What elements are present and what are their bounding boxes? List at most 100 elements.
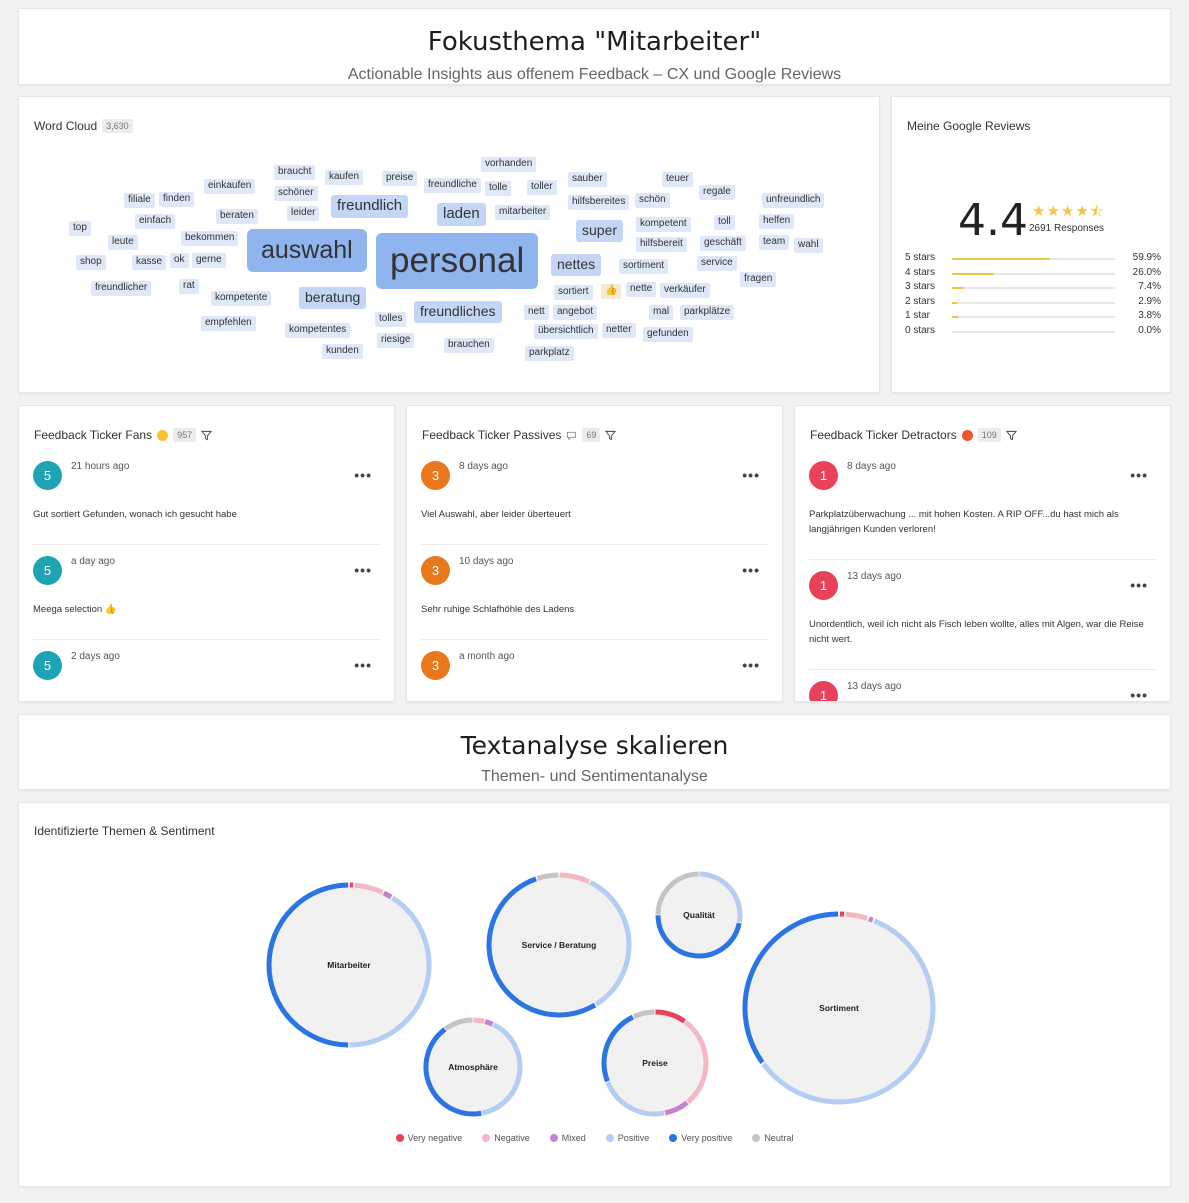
filter-icon[interactable] xyxy=(605,430,617,441)
word-cloud-word[interactable]: team xyxy=(759,235,790,250)
word-cloud-word[interactable]: netter xyxy=(602,323,636,338)
word-cloud-word[interactable]: freundlicher xyxy=(91,281,152,296)
legend-item[interactable]: Negative xyxy=(482,1133,530,1143)
word-cloud-word[interactable]: freundlich xyxy=(331,195,409,218)
word-cloud-word[interactable]: nette xyxy=(626,282,657,297)
sentiment-arc-very-positive[interactable] xyxy=(423,1027,482,1117)
legend-item[interactable]: Very negative xyxy=(395,1133,462,1143)
word-cloud-word[interactable]: unfreundlich xyxy=(762,193,825,208)
word-cloud-word[interactable]: angebot xyxy=(553,305,598,320)
word-cloud-word[interactable]: personal xyxy=(376,233,539,289)
word-cloud-word[interactable]: gerne xyxy=(192,253,226,268)
word-cloud-word[interactable]: freundliche xyxy=(424,178,481,193)
sentiment-arc-very-positive[interactable] xyxy=(742,911,839,1064)
sentiment-arc-positive[interactable] xyxy=(699,871,743,923)
sentiment-arc-neutral[interactable] xyxy=(632,1009,655,1019)
word-cloud-word[interactable]: kasse xyxy=(132,255,167,270)
sentiment-arc-neutral[interactable] xyxy=(536,872,559,881)
word-cloud-word[interactable]: schöner xyxy=(274,186,318,201)
sentiment-arc-positive[interactable] xyxy=(605,1081,665,1117)
word-cloud-word[interactable]: kompetent xyxy=(636,217,691,232)
word-cloud-word[interactable]: hilfsbereites xyxy=(568,195,630,210)
word-cloud-word[interactable]: parkplätze xyxy=(680,305,735,320)
sentiment-arc-mixed[interactable] xyxy=(868,916,874,923)
word-cloud-word[interactable]: brauchen xyxy=(444,338,494,353)
word-cloud-word[interactable]: rat xyxy=(179,279,199,294)
sentiment-arc-mixed[interactable] xyxy=(484,1019,494,1027)
sentiment-arc-mixed[interactable] xyxy=(664,1100,689,1116)
sentiment-arc-negative[interactable] xyxy=(845,911,868,921)
word-cloud-word[interactable]: verkäufer xyxy=(660,283,710,298)
sentiment-arc-negative[interactable] xyxy=(683,1020,709,1104)
more-options-icon[interactable]: ••• xyxy=(354,467,372,483)
more-options-icon[interactable]: ••• xyxy=(1130,687,1148,702)
word-cloud-word[interactable]: toller xyxy=(527,180,557,195)
word-cloud-word[interactable]: parkplatz xyxy=(525,346,574,361)
more-options-icon[interactable]: ••• xyxy=(742,467,760,483)
word-cloud-word[interactable]: sauber xyxy=(568,172,607,187)
sentiment-arc-very-negative[interactable] xyxy=(655,1009,687,1024)
word-cloud-word[interactable]: leute xyxy=(108,235,138,250)
word-cloud-word[interactable]: beraten xyxy=(216,209,258,224)
word-cloud-word[interactable]: empfehlen xyxy=(201,316,256,331)
word-cloud-word[interactable]: super xyxy=(576,220,624,242)
theme-bubble[interactable] xyxy=(269,885,429,1045)
word-cloud-word[interactable]: mal xyxy=(649,305,674,320)
word-cloud-word[interactable]: leider xyxy=(287,206,320,221)
sentiment-arc-very-positive[interactable] xyxy=(266,882,349,1048)
word-cloud-word[interactable]: geschäft xyxy=(700,236,746,251)
word-cloud-word[interactable]: laden xyxy=(437,203,486,226)
sentiment-arc-positive[interactable] xyxy=(481,1022,523,1116)
more-options-icon[interactable]: ••• xyxy=(1130,577,1148,593)
sentiment-arc-very-positive[interactable] xyxy=(486,876,597,1018)
word-cloud-word[interactable]: vorhanden xyxy=(481,157,537,172)
theme-bubble[interactable] xyxy=(658,874,740,956)
word-cloud-word[interactable]: braucht xyxy=(274,165,316,180)
word-cloud-word[interactable]: schön xyxy=(635,193,670,208)
sentiment-arc-negative[interactable] xyxy=(354,882,384,895)
sentiment-arc-positive[interactable] xyxy=(761,918,936,1105)
sentiment-arc-neutral[interactable] xyxy=(444,1017,473,1031)
word-cloud-word[interactable]: tolles xyxy=(375,312,407,327)
word-cloud-word[interactable]: service xyxy=(697,256,737,271)
word-cloud-word[interactable]: übersichtlich xyxy=(534,324,598,339)
word-cloud-word[interactable]: nett xyxy=(524,305,549,320)
word-cloud-word[interactable]: freundliches xyxy=(414,301,502,323)
word-cloud-word[interactable]: toll xyxy=(714,215,735,230)
theme-bubble[interactable] xyxy=(604,1012,706,1114)
legend-item[interactable]: Very positive xyxy=(669,1133,732,1143)
word-cloud-word[interactable]: preise xyxy=(382,171,418,186)
theme-bubble[interactable] xyxy=(745,914,933,1102)
sentiment-arc-very-positive[interactable] xyxy=(601,1014,634,1083)
word-cloud-word[interactable]: beratung xyxy=(299,287,367,309)
sentiment-arc-mixed[interactable] xyxy=(382,890,393,900)
word-cloud-word[interactable]: helfen xyxy=(759,214,795,229)
word-cloud-word[interactable]: riesige xyxy=(377,333,415,348)
legend-item[interactable]: Mixed xyxy=(549,1133,586,1143)
word-cloud-word[interactable]: einfach xyxy=(135,214,176,229)
more-options-icon[interactable]: ••• xyxy=(1130,467,1148,483)
word-cloud-word[interactable]: top xyxy=(69,221,91,236)
word-cloud-word[interactable]: 👍 xyxy=(601,284,622,299)
filter-icon[interactable] xyxy=(201,430,213,441)
sentiment-arc-very-positive[interactable] xyxy=(655,915,742,959)
word-cloud-word[interactable]: kompetente xyxy=(211,291,272,306)
sentiment-arc-neutral[interactable] xyxy=(655,871,699,915)
word-cloud-word[interactable]: sortiert xyxy=(554,285,593,300)
word-cloud-word[interactable]: teuer xyxy=(662,172,693,187)
word-cloud-word[interactable]: hilfsbereit xyxy=(636,237,687,252)
word-cloud-word[interactable]: fragen xyxy=(740,272,777,287)
word-cloud-word[interactable]: filiale xyxy=(124,193,155,208)
sentiment-arc-positive[interactable] xyxy=(349,895,432,1048)
more-options-icon[interactable]: ••• xyxy=(742,657,760,673)
word-cloud-word[interactable]: gefunden xyxy=(643,327,693,342)
word-cloud-word[interactable]: einkaufen xyxy=(204,179,256,194)
more-options-icon[interactable]: ••• xyxy=(742,562,760,578)
word-cloud-word[interactable]: tolle xyxy=(485,181,512,196)
more-options-icon[interactable]: ••• xyxy=(354,562,372,578)
word-cloud-word[interactable]: regale xyxy=(699,185,735,200)
word-cloud-word[interactable]: kompetentes xyxy=(285,323,351,338)
word-cloud-word[interactable]: mitarbeiter xyxy=(495,205,551,220)
theme-bubble[interactable] xyxy=(489,875,629,1015)
filter-icon[interactable] xyxy=(1005,430,1017,441)
